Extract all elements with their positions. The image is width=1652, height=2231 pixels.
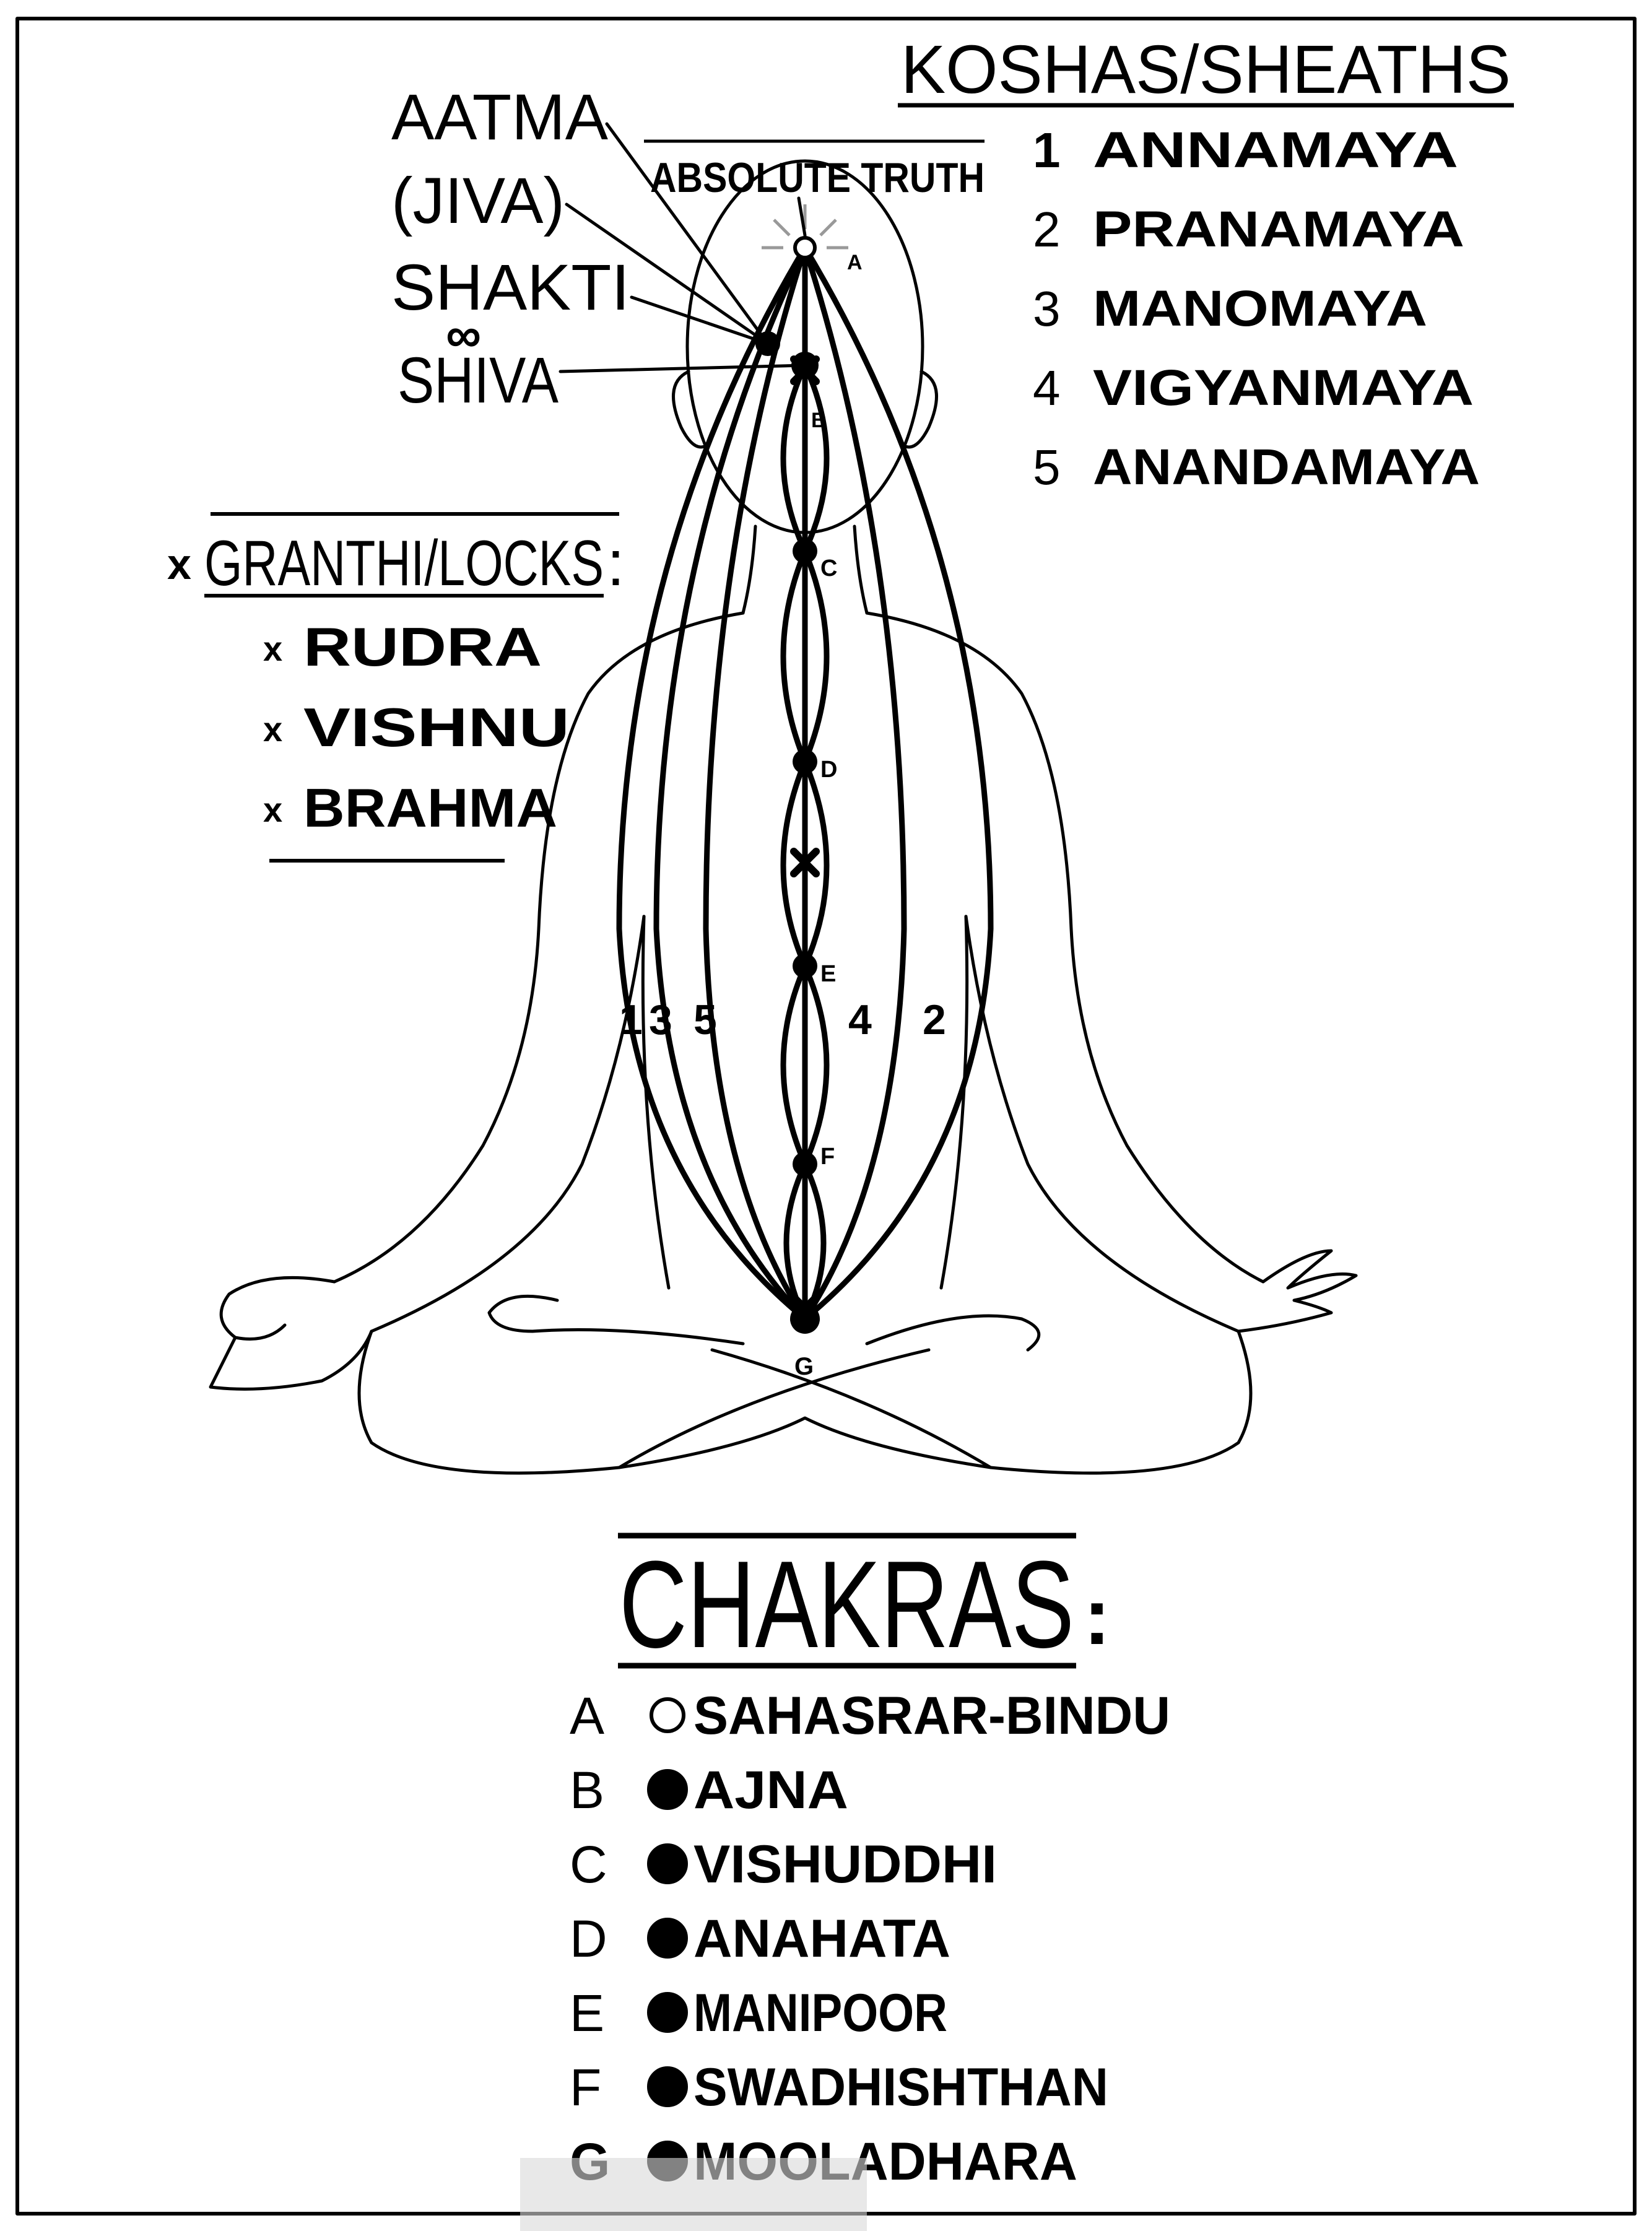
point-letter-c: C	[820, 555, 837, 581]
filled-dot-icon	[649, 1994, 686, 2031]
chakra-name: SWADHISHTHAN	[693, 2058, 1108, 2117]
filled-dot-icon	[649, 1845, 686, 1882]
chakras-title: CHAKRAS	[619, 1536, 1074, 1674]
chakra-point-f	[793, 1152, 817, 1176]
point-letter-d: D	[820, 757, 837, 783]
chakras-title-colon: :	[1084, 1571, 1110, 1661]
kosha-number: 5	[1033, 440, 1061, 495]
left-inner-arm	[372, 916, 644, 1331]
shakti-pointer	[632, 297, 768, 344]
absolute-truth-label: ABSOLUTE TRUTH	[650, 154, 985, 201]
chakra-letter: C	[570, 1835, 607, 1894]
right-torso	[941, 916, 967, 1288]
koshas-list: 1 ANNAMAYA 2 PRANAMAYA 3 MANOMAYA 4 VIGYANMAYA 5…	[1033, 122, 1480, 495]
granthi-mark: x	[263, 629, 282, 668]
chakra-letter: A	[570, 1687, 604, 1745]
granthi-name: RUDRA	[303, 616, 542, 677]
kosha-name: MANOMAYA	[1093, 281, 1427, 337]
granthi-title: GRANTHI/LOCKS	[204, 528, 604, 599]
shakti-label: SHAKTI	[391, 251, 630, 324]
filled-dot-icon	[649, 1771, 686, 1808]
koshas-title: KOSHAS/SHEATHS	[901, 32, 1511, 108]
granthi-mark: x	[263, 790, 282, 829]
sheath-number-5: 5	[693, 996, 717, 1043]
kosha-name: ANANDAMAYA	[1093, 439, 1480, 495]
point-letter-e: E	[820, 961, 836, 987]
chakra-name: AJNA	[693, 1760, 848, 1820]
aatma-label: AATMA	[391, 81, 608, 154]
chakra-letter: D	[570, 1910, 607, 1968]
point-letter-g: G	[794, 1353, 814, 1380]
chakra-name: ANAHATA	[693, 1909, 950, 1968]
scan-smudge	[520, 2158, 867, 2231]
left-foot	[489, 1296, 743, 1344]
jiva-label: (JIVA)	[391, 165, 565, 237]
chakra-point-e	[793, 954, 817, 978]
chakra-name: SAHASRAR-BINDU	[693, 1686, 1170, 1746]
chakra-name: VISHUDDHI	[693, 1835, 997, 1894]
chakra-letter: F	[570, 2058, 601, 2116]
left-hand	[211, 1277, 372, 1389]
point-letter-f: F	[820, 1144, 835, 1170]
chakra-name: MANIPOOR	[693, 1983, 947, 2043]
sheath-number-1: 1	[619, 996, 643, 1043]
left-torso	[643, 916, 669, 1288]
kosha-name: VIGYANMAYA	[1093, 360, 1474, 416]
kosha-number: 4	[1033, 360, 1061, 415]
granthi-title-mark: x	[167, 540, 191, 588]
sheath-number-3: 3	[649, 996, 672, 1043]
chakra-letter: E	[570, 1984, 604, 2042]
kosha-number: 1	[1033, 123, 1061, 178]
chakra-point-a	[795, 238, 815, 258]
chakra-letter: B	[570, 1761, 604, 1819]
right-foot	[867, 1316, 1039, 1350]
granthi-title-colon: :	[607, 528, 625, 599]
kosha-number: 2	[1033, 202, 1061, 257]
kosha-name: ANNAMAYA	[1093, 122, 1458, 178]
kosha-name: PRANAMAYA	[1093, 201, 1464, 258]
chakra-point-d	[793, 749, 817, 774]
right-inner-arm	[966, 916, 1238, 1331]
granthi-mark: x	[263, 710, 282, 749]
point-letter-b: B	[811, 409, 827, 432]
sheath-number-2: 2	[923, 996, 946, 1043]
filled-dot-icon	[649, 1920, 686, 1957]
hollow-dot-icon	[651, 1699, 684, 1731]
filled-dot-icon	[649, 2068, 686, 2105]
right-shoulder-arm	[867, 613, 1263, 1282]
shiva-label: SHIVA	[398, 344, 559, 417]
chakras-list: A SAHASRAR-BINDU B AJNA C VISHUDDHI D ANAHATA E M…	[570, 1686, 1170, 2191]
granthi-name: VISHNU	[303, 697, 570, 758]
point-letter-a: A	[847, 251, 863, 274]
right-hand	[1238, 1251, 1356, 1331]
granthi-name: BRAHMA	[303, 777, 557, 838]
sheath-number-4: 4	[848, 996, 872, 1043]
chakra-point-c	[793, 539, 817, 563]
kosha-number: 3	[1033, 281, 1061, 336]
